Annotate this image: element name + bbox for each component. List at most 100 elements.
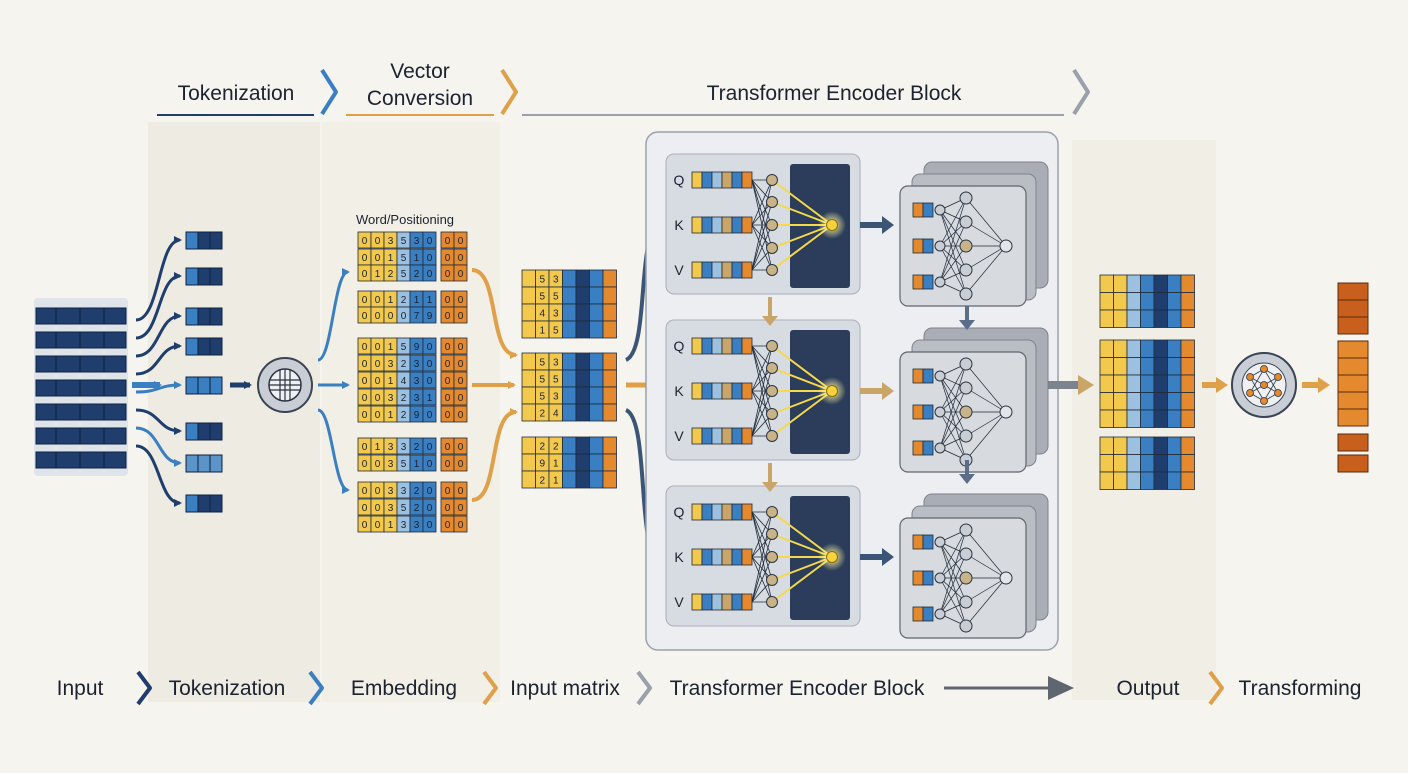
input-matrix-value: 5 (539, 292, 545, 303)
attention-node (766, 264, 778, 276)
output-matrix-cell (1140, 471, 1155, 490)
ffn-node (934, 406, 946, 418)
position-cell-value: 0 (458, 359, 464, 370)
output-matrix-group (1048, 274, 1369, 490)
ffn-edge (939, 209, 967, 247)
output-matrix-cell (1167, 274, 1182, 293)
ffn-edge (939, 197, 967, 283)
token-cell (197, 307, 211, 326)
input-token-bar (35, 451, 127, 469)
output-matrix-cell (1167, 339, 1182, 358)
ffn-edge (965, 197, 1007, 247)
embedding-cell-value: 0 (375, 342, 381, 353)
output-matrix-cell (1140, 357, 1155, 376)
input-token-bar (35, 403, 127, 421)
ffn-node (959, 595, 973, 609)
qkv-vector-cell (721, 171, 733, 189)
input-matrix-value: 9 (539, 459, 545, 470)
output-matrix-cell (1140, 339, 1155, 358)
output-matrix-cell (1126, 374, 1141, 393)
output-matrix-cell (1113, 471, 1128, 490)
ffn-output-node (999, 239, 1013, 253)
input-matrix-value: 2 (539, 442, 545, 453)
final-output-cell (1337, 374, 1369, 393)
input-matrix-cell (602, 470, 617, 489)
embedding-cell (422, 371, 437, 389)
embedding-cell-value: 0 (427, 520, 433, 531)
attention-node (766, 385, 778, 397)
embedding-cell-value: 0 (362, 410, 368, 421)
qkv-vector-cell (691, 216, 703, 234)
embedding-cell-value: 0 (427, 376, 433, 387)
embedding-cell-value: 3 (401, 520, 407, 531)
token-cell (197, 422, 211, 441)
embedding-cell-value: 5 (401, 236, 407, 247)
qkv-vector-cell (741, 382, 753, 400)
token-cell (197, 337, 211, 356)
position-cell (453, 437, 468, 455)
split-arrow (135, 408, 182, 435)
input-matrix-cell (589, 269, 604, 288)
ffn-node (959, 357, 973, 371)
embedding-label: Word/Positioning (356, 212, 454, 227)
output-matrix-cell (1167, 471, 1182, 490)
attention-head-unit: QKV (665, 319, 894, 461)
input-matrix-value: 5 (539, 275, 545, 286)
embedding-cell-value: 0 (375, 253, 381, 264)
input-matrix-value: 5 (539, 375, 545, 386)
ffn-edge (939, 387, 967, 449)
qkv-vector-cell (691, 261, 703, 279)
embedding-cell-value: 2 (414, 486, 420, 497)
output-matrix-cell (1153, 357, 1168, 376)
output-matrix-cell (1153, 339, 1168, 358)
position-cell-value: 0 (458, 486, 464, 497)
input-matrix-cell (589, 352, 604, 371)
qkv-vector-cell (711, 427, 723, 445)
embedding-cell-value: 0 (427, 503, 433, 514)
transform-network-node (1274, 389, 1282, 397)
embedding-cell-value: 0 (362, 295, 368, 306)
output-matrix-cell (1126, 274, 1141, 293)
attention-output-node (826, 551, 838, 563)
ffn-node (934, 608, 946, 620)
embedding-cell (422, 405, 437, 423)
input-matrix-cell (589, 286, 604, 305)
qkv-vector-cell (711, 171, 723, 189)
input-matrix-cell (521, 453, 536, 472)
input-matrix-cell (589, 369, 604, 388)
input-matrix-cell (602, 303, 617, 322)
ffn-node (959, 381, 973, 395)
output-matrix-cell (1126, 436, 1141, 455)
ffn-edge (939, 553, 967, 615)
embedding-cell-value: 0 (375, 393, 381, 404)
feed-forward-unit (899, 161, 1049, 307)
qkv-label: Q (674, 338, 685, 354)
token-cell (209, 267, 223, 286)
embedding-cell (422, 481, 437, 499)
embedding-cell-value: 0 (375, 503, 381, 514)
position-cell (453, 371, 468, 389)
embedding-cell (422, 515, 437, 533)
qkv-vector-cell (741, 171, 753, 189)
position-cell-value: 0 (458, 503, 464, 514)
ffn-edge (965, 387, 1007, 413)
token-cell (209, 494, 223, 513)
qkv-vector-cell (731, 216, 743, 234)
ffn-edge (939, 197, 967, 247)
input-matrix-cell (521, 286, 536, 305)
qkv-vector-cell (711, 261, 723, 279)
footer-chevron (482, 670, 498, 706)
output-matrix-cell (1153, 274, 1168, 293)
input-matrix-value: 5 (539, 392, 545, 403)
embedding-cell-value: 3 (388, 442, 394, 453)
footer-chevron (308, 670, 324, 706)
embedding-cell-value: 0 (401, 311, 407, 322)
input-matrix-value: 3 (553, 275, 559, 286)
input-token-bar (35, 355, 127, 373)
ffn-edge (939, 245, 967, 295)
attention-edge (751, 533, 773, 603)
output-matrix-cell (1126, 454, 1141, 473)
input-matrix-cell (602, 403, 617, 422)
position-cell-value: 0 (445, 393, 451, 404)
output-matrix-cell (1167, 392, 1182, 411)
